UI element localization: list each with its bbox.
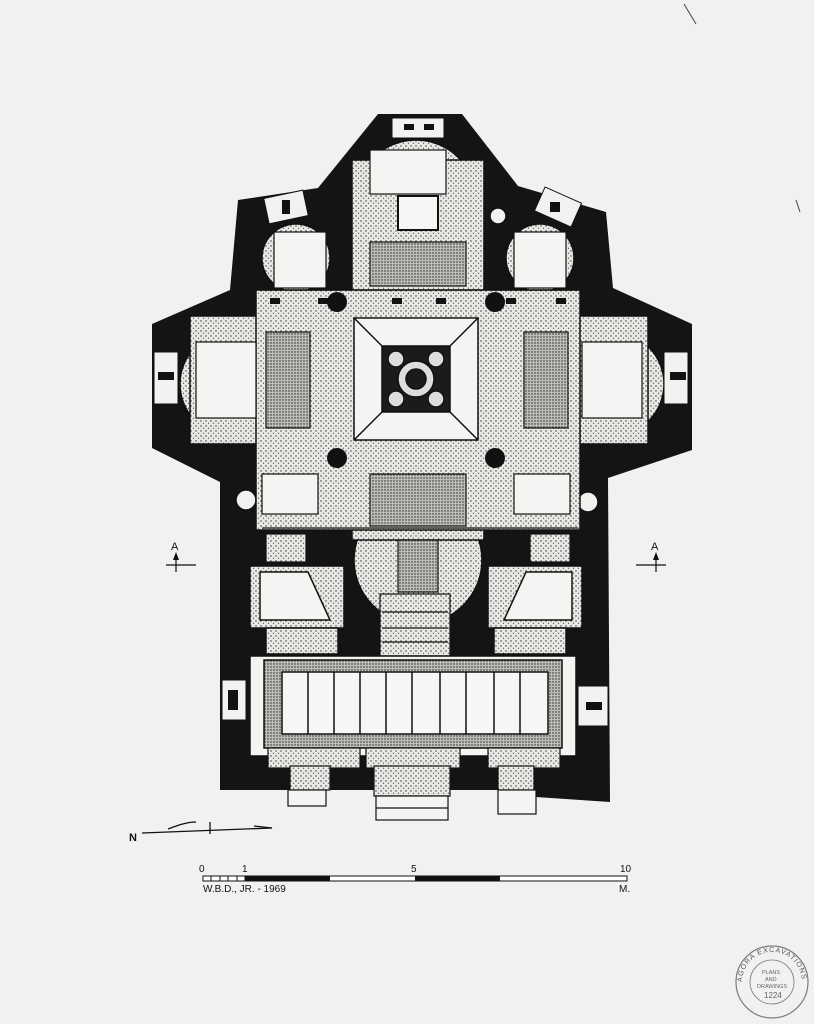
section-label-left: A [171, 541, 179, 553]
scale-bar: 0 1 5 10 M. W.B.D., JR. - 1969 [199, 864, 632, 895]
side-chapels [249, 565, 583, 655]
stamp-line-1: PLANS [762, 970, 780, 976]
stamp-line-3: DRAWINGS [757, 984, 787, 990]
iconostasis-line [270, 298, 566, 304]
scale-unit: M. [619, 884, 630, 895]
scale-tick-0: 0 [199, 864, 205, 875]
entrances [267, 747, 561, 821]
lower-passage [265, 533, 571, 657]
central-dome [353, 317, 479, 441]
stamp-number: 1224 [764, 991, 782, 1000]
stamp-line-2: AND [765, 977, 777, 983]
narthex [249, 655, 577, 757]
scale-tick-5: 5 [411, 864, 417, 875]
columns [327, 292, 505, 468]
vault-panels [195, 149, 643, 593]
drawing-credit: W.B.D., JR. - 1969 [203, 884, 286, 895]
scale-tick-10: 10 [620, 864, 632, 875]
section-marker-left: A [166, 541, 196, 572]
section-marker-right: A [636, 541, 666, 572]
scale-tick-1: 1 [242, 864, 248, 875]
window-bars [158, 124, 686, 710]
paper-marks [683, 3, 801, 213]
north-arrow [141, 821, 273, 834]
north-label: N [129, 832, 137, 844]
section-label-right: A [651, 541, 659, 553]
